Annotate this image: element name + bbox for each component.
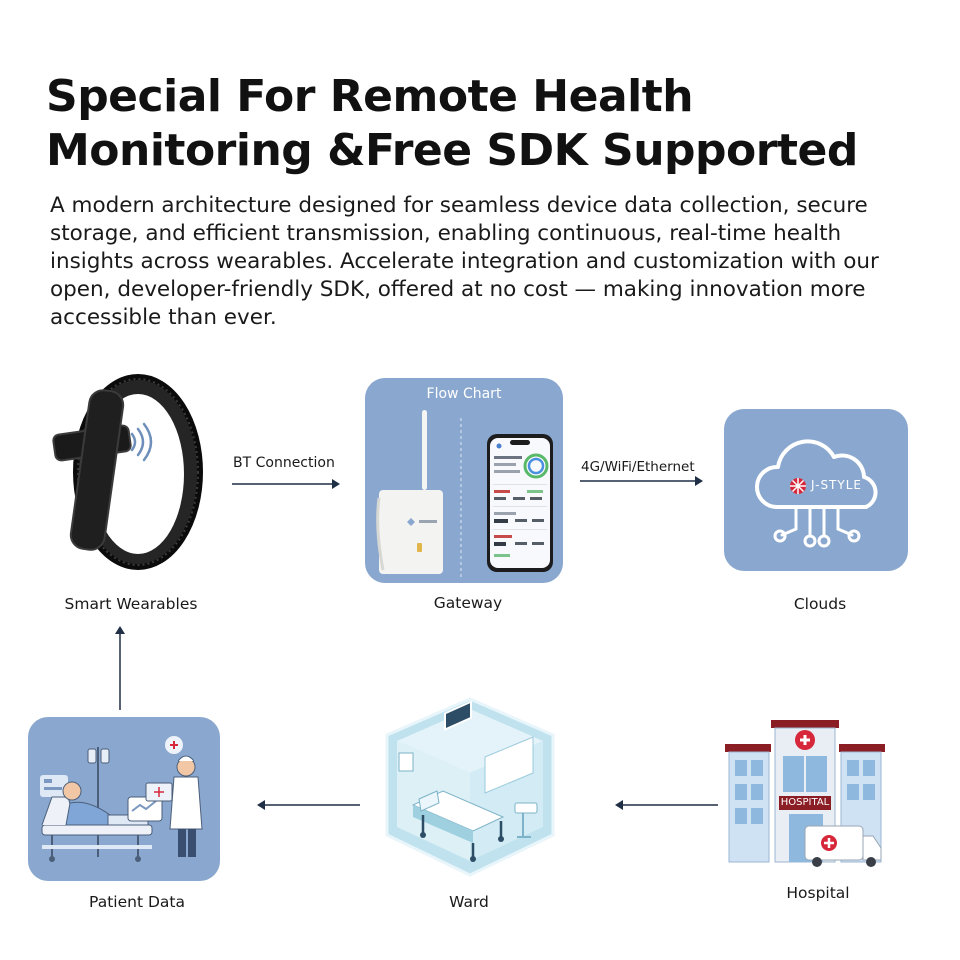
page-title: Special For Remote Health Monitoring &Fr… <box>46 70 926 178</box>
cloud-icon <box>754 439 878 548</box>
arrow-right-network <box>580 476 703 486</box>
hospital-sign: HOSPITAL <box>780 797 830 808</box>
arrow-right-bt <box>232 479 340 489</box>
gateway-card-title: Flow Chart <box>426 386 502 402</box>
ward-room-image <box>385 697 555 877</box>
arrow-left-hospital <box>615 800 718 810</box>
patient-scene-image <box>40 736 203 862</box>
patient-data-card <box>28 717 220 881</box>
node-label-patient-data: Patient Data <box>89 893 185 911</box>
cloud-logo-mark <box>790 478 806 494</box>
node-label-clouds: Clouds <box>793 595 847 613</box>
cloud-card: J-STYLE <box>724 409 908 571</box>
signal-icon <box>130 422 153 462</box>
cloud-logo-text: J-STYLE <box>811 478 862 492</box>
arrow-up <box>115 626 125 710</box>
hospital-building-image <box>725 720 885 867</box>
description: A modern architecture designed for seaml… <box>50 193 879 330</box>
connection-label-network: 4G/WiFi/Ethernet <box>581 459 695 475</box>
arrow-left-ward <box>257 800 360 810</box>
title-line-2: Monitoring &Free SDK Supported <box>46 125 858 176</box>
connection-label-bt: BT Connection <box>233 455 335 471</box>
node-label-hospital: Hospital <box>786 884 850 902</box>
node-label-ward: Ward <box>449 893 489 911</box>
smart-band-image <box>52 374 203 570</box>
gateway-device-image <box>376 410 553 578</box>
gateway-card: Flow Chart <box>365 378 563 583</box>
node-label-smart-wearables: Smart Wearables <box>64 595 198 613</box>
node-label-gateway: Gateway <box>433 594 503 612</box>
title-line-1: Special For Remote Health <box>46 71 694 122</box>
